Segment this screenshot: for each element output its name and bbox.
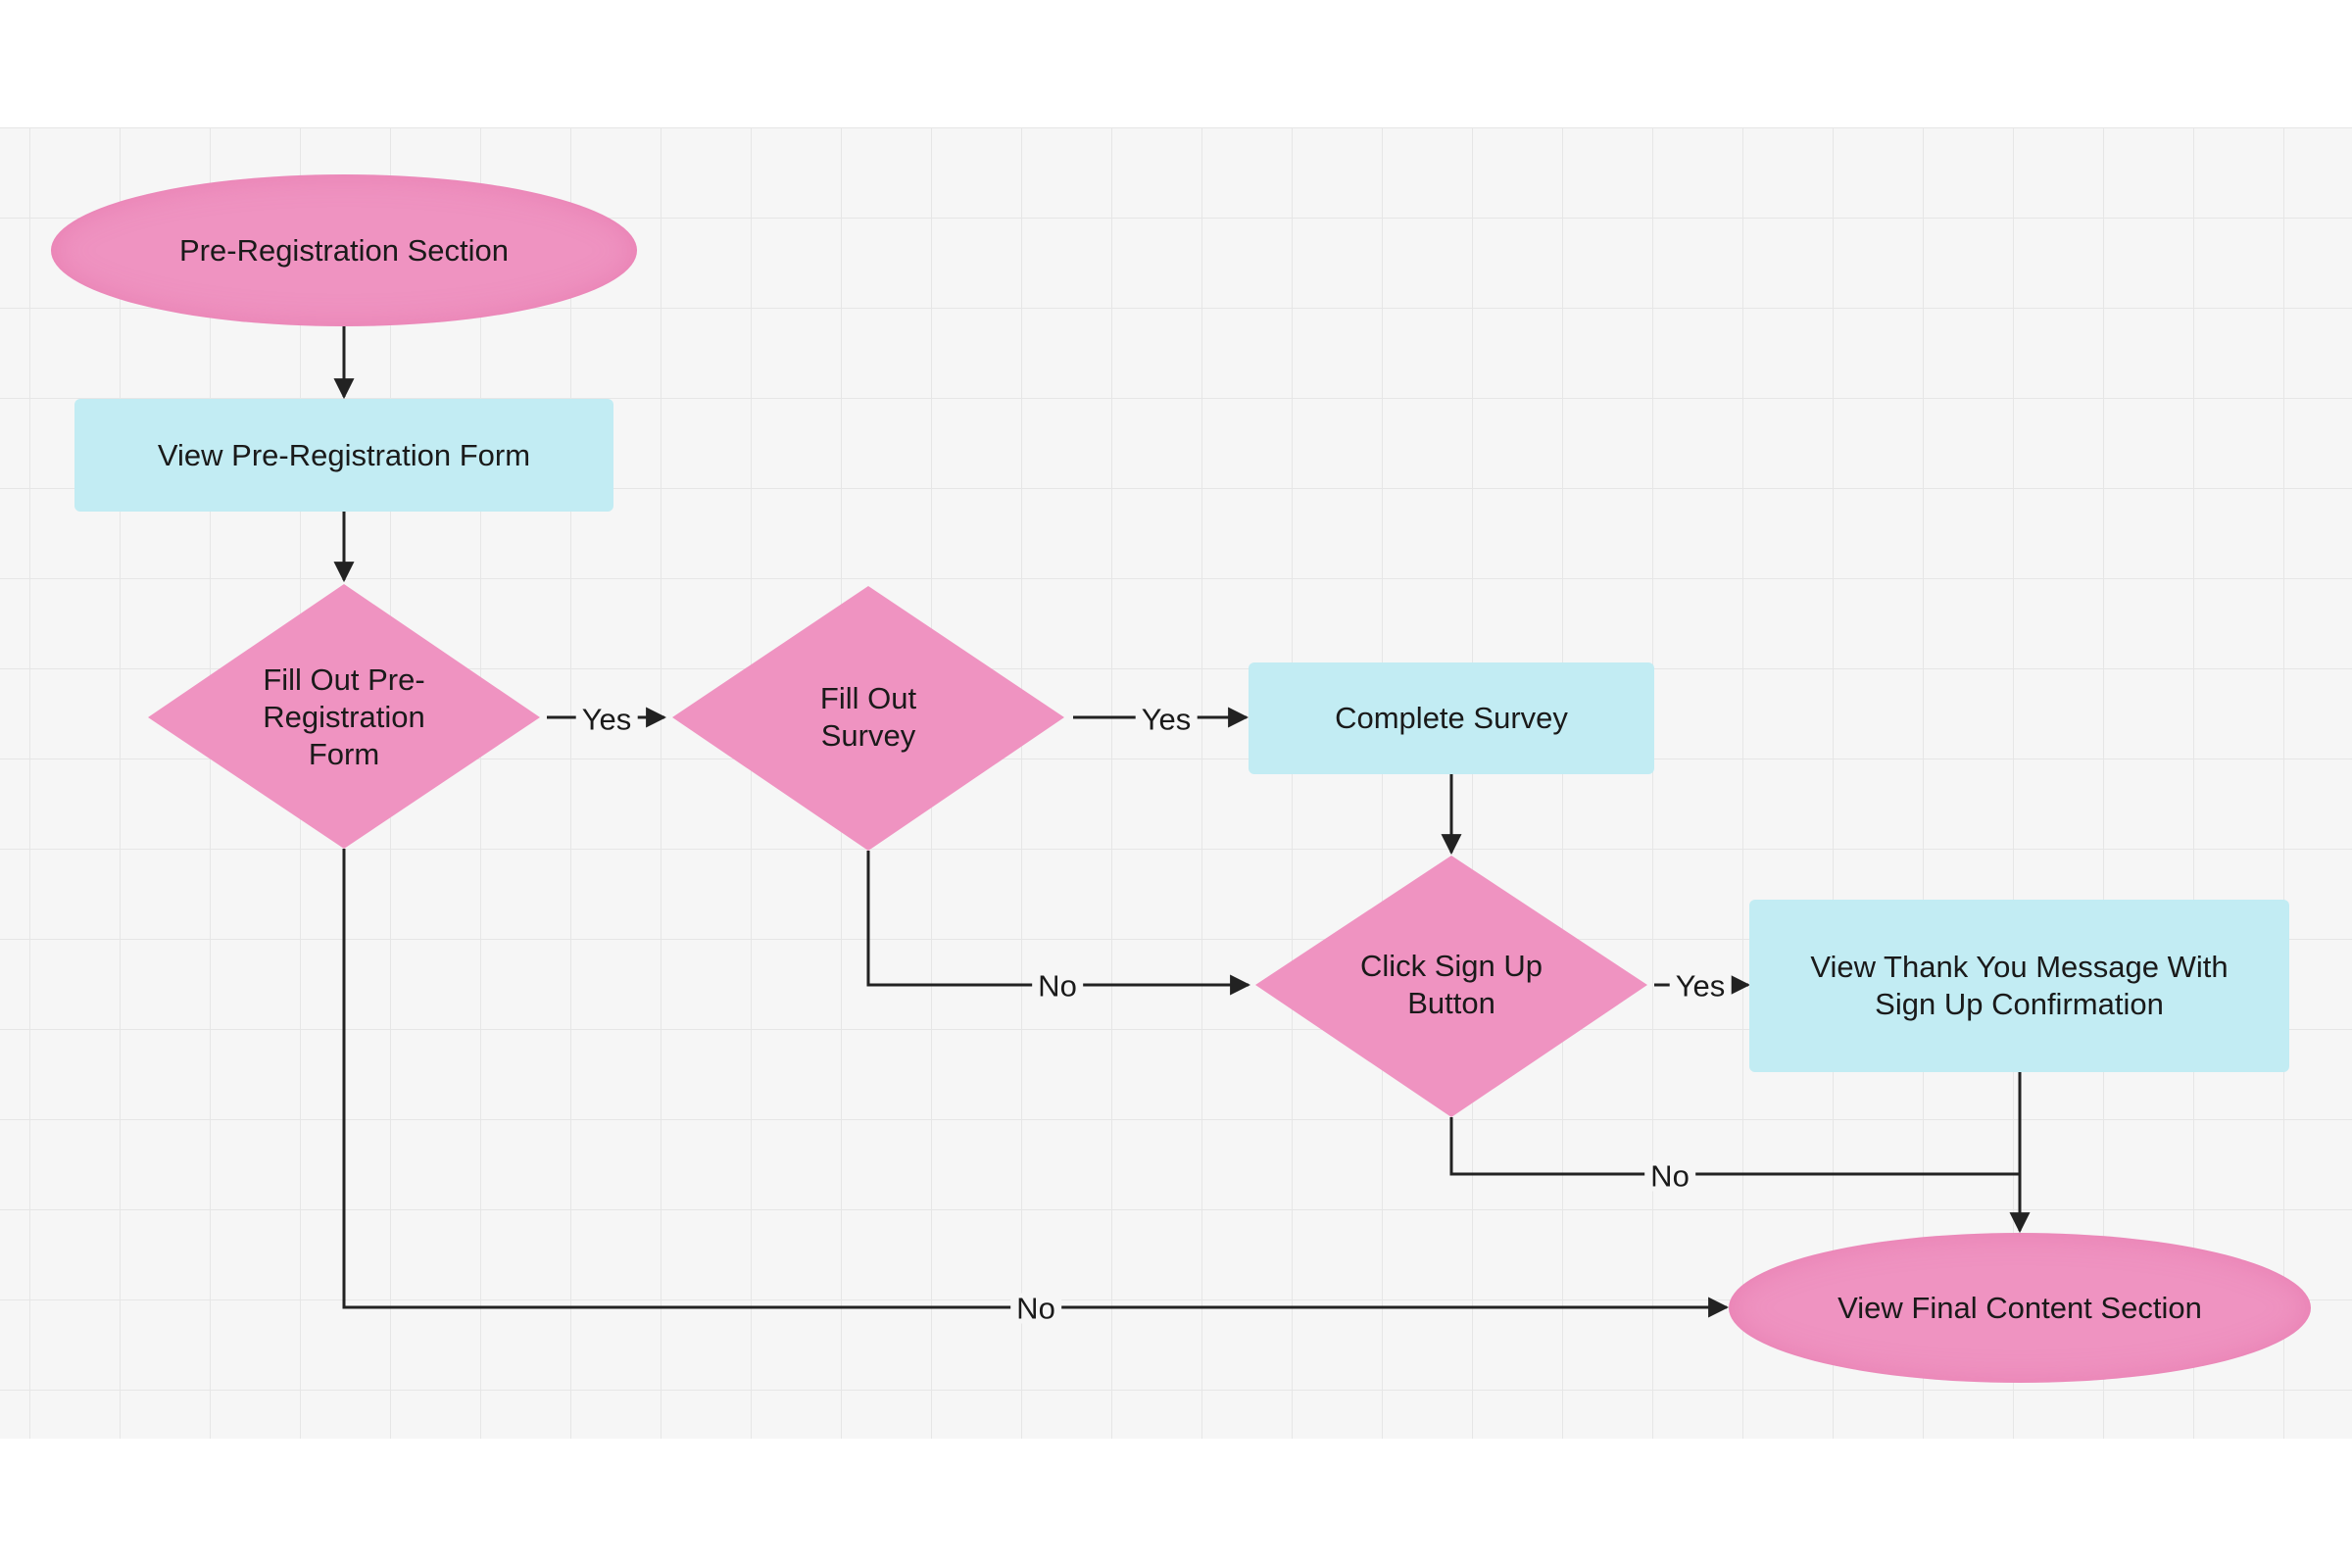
diagram-canvas [0, 127, 2352, 1439]
complete-survey-process[interactable]: Complete Survey [1249, 662, 1654, 774]
complete-survey-label: Complete Survey [1335, 701, 1568, 736]
view-thank-you-message-label: View Thank You Message With Sign Up Conf… [1810, 950, 2229, 1021]
decision-click-sign-up-button-shape [1255, 856, 1647, 1117]
edge-label-survey-to-signup-no: No [1032, 970, 1083, 1002]
decision-fill-out-pre-registration-form-shape [148, 584, 540, 849]
edge-fill-form-to-final-no [342, 849, 1730, 1318]
edge-label-signup-to-thanks-yes: Yes [1669, 970, 1732, 1002]
edge-survey-to-signup-no [866, 851, 1251, 996]
decision-fill-out-survey-shape [672, 586, 1064, 851]
view-pre-registration-form-process[interactable]: View Pre-Registration Form [74, 399, 613, 512]
fill-out-pre-registration-form-label: Fill Out Pre- Registration Form [263, 662, 425, 771]
fill-out-survey-label: Fill Out Survey [819, 681, 917, 753]
pre-registration-section-terminal[interactable]: Pre-Registration Section [51, 174, 637, 326]
fill-out-survey-decision[interactable]: Fill Out Survey [731, 639, 1005, 796]
pre-registration-section-label: Pre-Registration Section [179, 232, 509, 268]
view-final-content-section-label: View Final Content Section [1838, 1290, 2202, 1325]
edge-label-form-to-final-no: No [1010, 1293, 1061, 1324]
fill-out-pre-registration-form-decision[interactable]: Fill Out Pre- Registration Form [207, 639, 481, 796]
view-pre-registration-form-label: View Pre-Registration Form [157, 437, 531, 472]
edge-label-survey-to-complete-yes: Yes [1135, 704, 1198, 735]
view-final-content-section-terminal[interactable]: View Final Content Section [1729, 1233, 2311, 1383]
edge-signup-to-final-no [1449, 1117, 2020, 1176]
edge-label-form-to-survey-yes: Yes [575, 704, 638, 735]
view-thank-you-message-process[interactable]: View Thank You Message With Sign Up Conf… [1749, 900, 2289, 1072]
click-sign-up-button-decision[interactable]: Click Sign Up Button [1314, 906, 1589, 1063]
edge-label-signup-to-final-no: No [1644, 1160, 1695, 1192]
click-sign-up-button-label: Click Sign Up Button [1359, 949, 1544, 1020]
